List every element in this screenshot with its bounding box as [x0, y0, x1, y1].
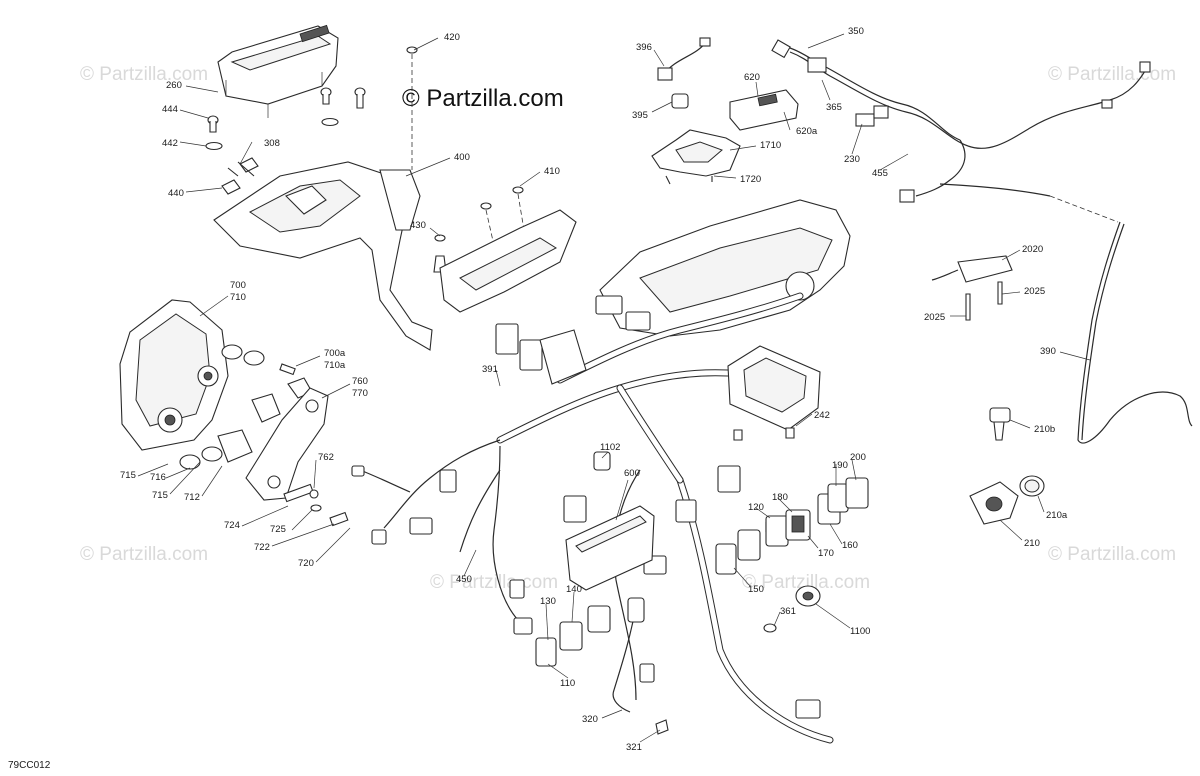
- watermark-bottom-left: © Partzilla.com: [80, 544, 208, 565]
- label-455: 455: [872, 168, 888, 179]
- label-442: 442: [162, 138, 178, 149]
- ignition-210: [969, 475, 1045, 525]
- label-110: 110: [560, 678, 575, 689]
- label-120: 120: [748, 502, 764, 513]
- watermark-top-left: © Partzilla.com: [80, 64, 208, 85]
- bracket-1710: [651, 129, 741, 185]
- label-2025-b: 2025: [924, 312, 945, 323]
- label-716: 716: [150, 472, 166, 483]
- label-321: 321: [626, 742, 642, 753]
- label-130: 130: [540, 596, 556, 607]
- harness-320: [612, 597, 669, 735]
- label-700a: 700a: [324, 348, 346, 359]
- label-620: 620: [744, 72, 760, 83]
- main-harness: [359, 292, 834, 744]
- module-620: [729, 89, 799, 131]
- label-700: 700: [230, 280, 246, 291]
- label-1100: 1100: [850, 626, 870, 637]
- label-600: 600: [624, 468, 640, 479]
- label-391: 391: [482, 364, 498, 375]
- label-242: 242: [814, 410, 830, 421]
- label-420: 420: [444, 32, 460, 43]
- harness-350-365-230: [771, 39, 1151, 223]
- label-2020: 2020: [1022, 244, 1043, 255]
- fuse-block-242: [727, 345, 821, 441]
- cable-390: [1077, 221, 1193, 444]
- brand-label: © Partzilla.com: [402, 85, 564, 112]
- label-430: 430: [410, 220, 426, 231]
- label-260: 260: [166, 80, 182, 91]
- socket-1100: [763, 585, 821, 633]
- label-1720: 1720: [740, 174, 761, 185]
- label-715-a: 715: [120, 470, 136, 481]
- label-444: 444: [162, 104, 178, 115]
- label-365: 365: [826, 102, 842, 113]
- label-210b: 210b: [1034, 424, 1055, 435]
- watermark-top-right: © Partzilla.com: [1048, 64, 1176, 85]
- label-190: 190: [832, 460, 848, 471]
- watermark-center: © Partzilla.com: [430, 572, 558, 593]
- label-710a: 710a: [324, 360, 346, 371]
- label-725: 725: [270, 524, 286, 535]
- switch-group-right: [715, 477, 869, 575]
- label-361: 361: [780, 606, 796, 617]
- label-710: 710: [230, 292, 246, 303]
- label-762: 762: [318, 452, 334, 463]
- bracket-760: [245, 387, 329, 501]
- label-1710: 1710: [760, 140, 781, 151]
- label-308: 308: [264, 138, 280, 149]
- part-labels: 260 444 442 308 440 420 400 410 430 396 …: [120, 26, 1068, 753]
- label-715-b: 715: [152, 490, 168, 501]
- label-170: 170: [818, 548, 834, 559]
- label-395: 395: [632, 110, 648, 121]
- label-620a: 620a: [796, 126, 818, 137]
- bracket-400: [213, 161, 433, 351]
- label-450: 450: [456, 574, 472, 585]
- label-770: 770: [352, 388, 368, 399]
- label-350: 350: [848, 26, 864, 37]
- sensor-396-395: [657, 37, 711, 109]
- diagram-code: 79CC012: [8, 760, 51, 771]
- watermark-bottom-right: © Partzilla.com: [1048, 544, 1176, 565]
- label-712: 712: [184, 492, 200, 503]
- label-1102: 1102: [600, 442, 620, 453]
- label-180: 180: [772, 492, 788, 503]
- label-410: 410: [544, 166, 560, 177]
- label-760: 760: [352, 376, 368, 387]
- headlight-700: [119, 299, 229, 451]
- fuse-box-cover-260: [217, 24, 339, 118]
- adjuster-724-725: [283, 483, 349, 527]
- key-210b: [989, 407, 1011, 441]
- label-210a: 210a: [1046, 510, 1068, 521]
- connectors-center: [351, 295, 821, 719]
- label-390: 390: [1040, 346, 1056, 357]
- label-140: 140: [566, 584, 582, 595]
- label-150: 150: [748, 584, 764, 595]
- label-2025-a: 2025: [1024, 286, 1045, 297]
- label-440: 440: [168, 188, 184, 199]
- ecu-600: [565, 505, 655, 591]
- label-160: 160: [842, 540, 858, 551]
- leader-lines: [137, 33, 1091, 743]
- switch-2020: [931, 255, 1013, 321]
- label-724: 724: [224, 520, 240, 531]
- label-400: 400: [454, 152, 470, 163]
- label-720: 720: [298, 558, 314, 569]
- relay-1102: [593, 451, 611, 471]
- label-230: 230: [844, 154, 860, 165]
- label-200: 200: [850, 452, 866, 463]
- label-320: 320: [582, 714, 598, 725]
- label-210: 210: [1024, 538, 1040, 549]
- shield-plate-410: [439, 209, 577, 313]
- fasteners-top-left: [205, 87, 366, 195]
- label-722: 722: [254, 542, 270, 553]
- switch-group-left: [535, 605, 611, 667]
- headlight-parts-716-715: [179, 344, 296, 470]
- label-396: 396: [636, 42, 652, 53]
- watermark-center-right: © Partzilla.com: [742, 572, 870, 593]
- watermarks: © Partzilla.com © Partzilla.com © Partzi…: [80, 64, 1176, 593]
